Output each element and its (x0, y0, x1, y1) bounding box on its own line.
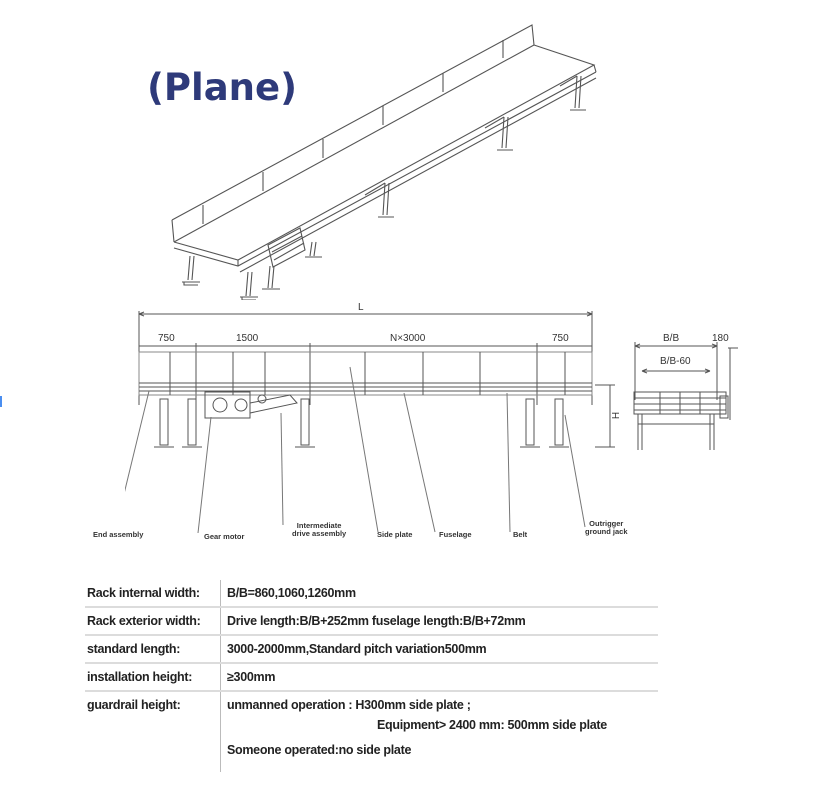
spec-label: installation height: (85, 664, 221, 690)
callout-line: drive assembly (292, 529, 347, 538)
dim-segment-3: N×3000 (390, 333, 426, 344)
callout-line: Outrigger (589, 519, 624, 528)
dim-end-width-outer: B/B (663, 333, 680, 344)
spec-table: Rack internal width: B/B=860,1060,1260mm… (85, 580, 658, 772)
callout-line: ground jack (585, 527, 628, 536)
spec-value: B/B=860,1060,1260mm (227, 586, 356, 600)
spec-row: standard length: 3000-2000mm,Standard pi… (85, 636, 658, 664)
spec-row: Rack internal width: B/B=860,1060,1260mm (85, 580, 658, 608)
callout-intermediate-drive-assembly: Intermediate drive assembly (292, 522, 346, 538)
end-view-drawing (633, 342, 738, 450)
spec-row: installation height: ≥300mm (85, 664, 658, 692)
dim-segment-1: 750 (158, 333, 175, 344)
side-elevation-drawing (125, 311, 615, 534)
callout-gear-motor: Gear motor (204, 532, 245, 541)
spec-value: 3000-2000mm,Standard pitch variation500m… (227, 642, 487, 656)
spec-value: Drive length:B/B+252mm fuselage length:B… (227, 614, 526, 628)
page-title: (Plane) (147, 66, 298, 109)
spec-label: standard length: (85, 636, 221, 662)
callout-line: Intermediate (296, 521, 342, 530)
callout-outrigger-ground-jack: Outrigger ground jack (585, 520, 628, 536)
spec-value: unmanned operation : H300mm side plate ;… (221, 692, 607, 772)
spec-label: Rack exterior width: (85, 608, 221, 634)
spec-row: guardrail height: unmanned operation : H… (85, 692, 658, 772)
spec-label: Rack internal width: (85, 580, 221, 606)
dim-height: H (609, 411, 621, 420)
callout-fuselage: Fuselage (439, 530, 472, 539)
callout-side-plate: Side plate (377, 530, 413, 539)
spec-row: Rack exterior width: Drive length:B/B+25… (85, 608, 658, 636)
spec-value: ≥300mm (227, 670, 276, 684)
dim-end-width-inner: B/B-60 (660, 356, 691, 367)
dim-segment-4: 750 (552, 333, 569, 344)
callout-end-assembly: End assembly (93, 530, 144, 539)
spec-value-line: unmanned operation : H300mm side plate ; (227, 698, 471, 712)
spec-value-line: Equipment> 2400 mm: 500mm side plate (377, 718, 607, 732)
edge-marker (0, 396, 2, 407)
dim-end-offset: 180 (712, 333, 729, 344)
isometric-conveyor-drawing (171, 24, 597, 300)
spec-label: guardrail height: (85, 692, 221, 772)
dim-segment-2: 1500 (236, 333, 259, 344)
spec-value-line: Someone operated:no side plate (227, 743, 412, 757)
dim-overall-length: L (358, 302, 364, 313)
callout-belt: Belt (513, 530, 528, 539)
